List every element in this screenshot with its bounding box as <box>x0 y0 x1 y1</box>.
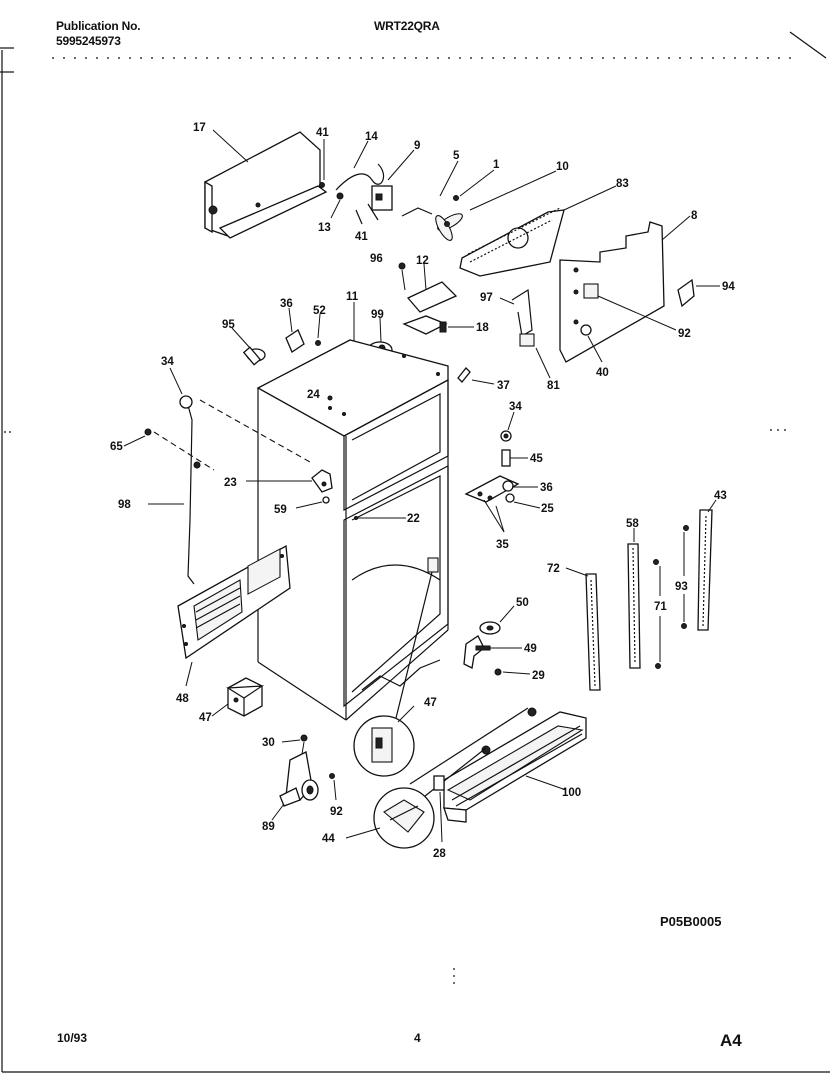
callout-label-41: 41 <box>355 231 368 243</box>
trim-strip-47-right <box>697 509 713 631</box>
bracket-37 <box>457 367 471 383</box>
callout-label-50: 50 <box>516 597 529 609</box>
callout-label-12: 12 <box>416 255 429 267</box>
callout-label-44: 44 <box>322 833 335 845</box>
toe-grille-72 <box>443 711 587 823</box>
detail-circle-100 <box>353 571 433 777</box>
top-hinge-35 <box>464 475 520 503</box>
callout-label-18: 18 <box>476 322 489 334</box>
callout-label-35: 35 <box>496 539 509 551</box>
callout-label-65: 65 <box>110 441 123 453</box>
callout-label-8: 8 <box>691 210 698 222</box>
callout-label-92: 92 <box>330 806 343 818</box>
callout-label-28: 28 <box>433 848 446 860</box>
callout-label-34: 34 <box>509 401 522 413</box>
evaporator-cover-17 <box>204 131 328 239</box>
callout-label-98: 98 <box>118 499 131 511</box>
lower-hinge-30 <box>463 635 491 669</box>
callout-label-45: 45 <box>530 453 543 465</box>
callout-label-94: 94 <box>722 281 735 293</box>
door-stop-rod-23 <box>179 395 201 585</box>
callout-label-58: 58 <box>626 518 639 530</box>
callout-label-17: 17 <box>193 122 206 134</box>
bracket-40 <box>406 281 458 313</box>
callout-label-100: 100 <box>562 787 581 799</box>
evaporator-back-panel-10 <box>559 221 665 363</box>
callout-label-30: 30 <box>262 737 275 749</box>
callout-label-93: 93 <box>675 581 688 593</box>
light-switch-52 <box>242 346 266 366</box>
drawing-code: P05B0005 <box>660 914 722 929</box>
callout-label-22: 22 <box>407 513 420 525</box>
callout-label-59: 59 <box>274 504 287 516</box>
callout-label-37: 37 <box>497 380 510 392</box>
kickplate-grille-89 <box>177 544 291 660</box>
trim-strip-48 <box>627 543 641 669</box>
callout-label-49: 49 <box>524 643 537 655</box>
leveling-block-44 <box>226 677 265 717</box>
callout-label-36: 36 <box>540 482 553 494</box>
callout-label-9: 9 <box>414 140 420 152</box>
callout-label-24: 24 <box>307 389 320 401</box>
callout-label-14: 14 <box>365 131 378 143</box>
callout-label-47: 47 <box>424 697 437 709</box>
callout-label-40: 40 <box>596 367 609 379</box>
callout-label-52: 52 <box>313 305 326 317</box>
callout-label-47: 47 <box>199 712 212 724</box>
footer-date: 10/93 <box>57 1031 88 1045</box>
callout-label-10: 10 <box>556 161 569 173</box>
page-number: 4 <box>414 1031 421 1045</box>
publication-label: Publication No. <box>56 19 141 33</box>
publication-number: 5995245973 <box>56 34 121 48</box>
header-corner <box>789 31 827 59</box>
callout-label-43: 43 <box>714 490 727 502</box>
damper-housing-36 <box>402 315 448 335</box>
callout-label-41: 41 <box>316 127 329 139</box>
refrigerator-cabinet <box>256 339 449 721</box>
callout-label-92: 92 <box>678 328 691 340</box>
callout-label-81: 81 <box>547 380 560 392</box>
callout-label-71: 71 <box>654 601 667 613</box>
roller-assembly-43 <box>279 751 319 807</box>
bracket-96 <box>677 278 695 308</box>
fan-blade-9 <box>435 213 463 241</box>
callout-label-23: 23 <box>224 477 237 489</box>
callout-label-29: 29 <box>532 670 545 682</box>
section-code: A4 <box>720 1031 742 1050</box>
callout-label-83: 83 <box>616 178 629 190</box>
callout-label-72: 72 <box>547 563 560 575</box>
callout-label-5: 5 <box>453 150 460 162</box>
callout-label-95: 95 <box>222 319 235 331</box>
callout-label-34: 34 <box>161 356 174 368</box>
callout-label-96: 96 <box>370 253 383 265</box>
callout-label-89: 89 <box>262 821 275 833</box>
callout-label-11: 11 <box>346 291 359 303</box>
callout-label-13: 13 <box>318 222 331 234</box>
model-number: WRT22QRA <box>374 19 440 33</box>
detail-circle-71 <box>373 787 435 849</box>
hinge-pin-25 <box>311 469 333 493</box>
trim-strip-47-left <box>585 573 601 691</box>
defrost-timer-13 <box>371 185 393 211</box>
callout-label-36: 36 <box>280 298 293 310</box>
callout-label-97: 97 <box>480 292 493 304</box>
callout-label-1: 1 <box>493 159 500 171</box>
callout-label-25: 25 <box>541 503 554 515</box>
callout-label-48: 48 <box>176 693 189 705</box>
evaporator-1 <box>459 207 565 277</box>
callout-label-99: 99 <box>371 309 384 321</box>
bracket-97 <box>285 329 305 353</box>
